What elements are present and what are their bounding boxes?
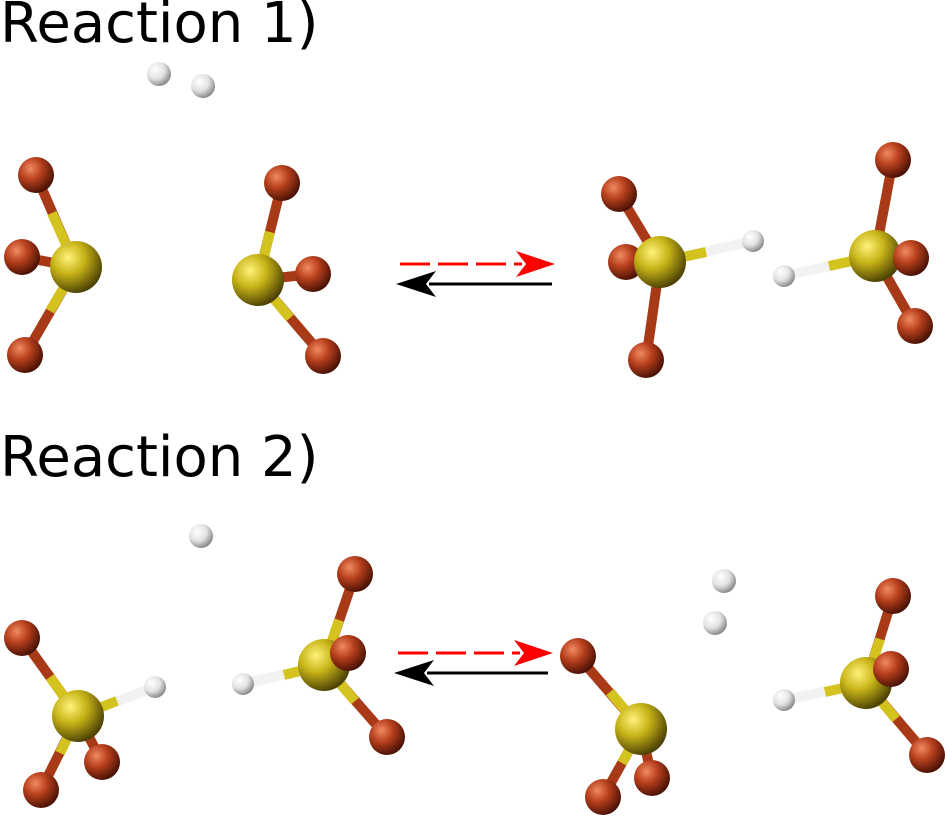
equilibrium-arrows bbox=[394, 640, 553, 686]
sulfate-molecule bbox=[560, 638, 670, 815]
oxygen-atom bbox=[7, 337, 43, 373]
oxygen-atom bbox=[560, 638, 596, 674]
hydrogen-atom bbox=[712, 569, 736, 593]
oxygen-atom bbox=[84, 744, 120, 780]
oxygen-atom bbox=[295, 256, 331, 292]
hydrogen-sulfate-molecule bbox=[601, 176, 764, 378]
oxygen-atom bbox=[330, 635, 366, 671]
oxygen-atom bbox=[337, 556, 373, 592]
oxygen-atom bbox=[585, 779, 621, 815]
oxygen-atom bbox=[873, 651, 909, 687]
oxygen-atom bbox=[601, 176, 637, 212]
sulfur-atom bbox=[232, 254, 284, 306]
sulfur-atom bbox=[634, 236, 686, 288]
forward-arrow-head bbox=[516, 251, 555, 277]
forward-arrow-head bbox=[514, 640, 553, 666]
oxygen-atom bbox=[18, 157, 54, 193]
oxygen-atom bbox=[875, 578, 911, 614]
hydrogen-atom bbox=[703, 611, 727, 635]
hydrogen-atom bbox=[144, 676, 166, 698]
oxygen-atom bbox=[893, 240, 929, 276]
oxygen-atom bbox=[628, 342, 664, 378]
hydrogen-atom bbox=[773, 689, 795, 711]
oxygen-atom bbox=[909, 737, 945, 773]
oxygen-atom bbox=[305, 338, 341, 374]
hydrogen-sulfate-molecule bbox=[773, 142, 933, 344]
hydrogen-atom bbox=[742, 230, 764, 252]
hydrogen-atom bbox=[232, 673, 254, 695]
h2-molecule bbox=[703, 569, 736, 635]
oxygen-atom bbox=[4, 620, 40, 656]
hydrogen-sulfate-molecule bbox=[773, 578, 945, 773]
hydrogen-atom bbox=[147, 62, 171, 86]
hydrogen-atom bbox=[191, 74, 215, 98]
reaction-2-scene bbox=[4, 524, 945, 815]
sulfur-atom bbox=[849, 230, 901, 282]
oxygen-atom bbox=[897, 308, 933, 344]
oxygen-atom bbox=[23, 772, 59, 808]
equilibrium-arrows bbox=[396, 251, 555, 297]
sulfate-molecule bbox=[232, 165, 341, 374]
backward-arrow-head bbox=[396, 271, 436, 297]
hydrogen-atom bbox=[773, 265, 795, 287]
reaction-1-title: Reaction 1) bbox=[0, 0, 319, 56]
oxygen-atom bbox=[608, 244, 644, 280]
hydrogen-sulfate-molecule bbox=[4, 620, 166, 808]
sulfur-atom bbox=[615, 703, 667, 755]
oxygen-atom bbox=[634, 760, 670, 796]
sulfur-atom bbox=[52, 690, 104, 742]
hydrogen-atom bbox=[189, 524, 213, 548]
hydrogen-sulfate-molecule bbox=[232, 556, 405, 755]
sulfate-molecule bbox=[4, 157, 102, 373]
backward-arrow-head bbox=[394, 660, 434, 686]
h2-molecule bbox=[147, 62, 215, 98]
reaction-1-scene bbox=[4, 62, 933, 378]
sulfur-atom bbox=[50, 241, 102, 293]
reaction-2-title: Reaction 2) bbox=[0, 425, 319, 490]
oxygen-atom bbox=[264, 165, 300, 201]
oxygen-atom bbox=[4, 239, 40, 275]
oxygen-atom bbox=[875, 142, 911, 178]
oxygen-atom bbox=[369, 719, 405, 755]
